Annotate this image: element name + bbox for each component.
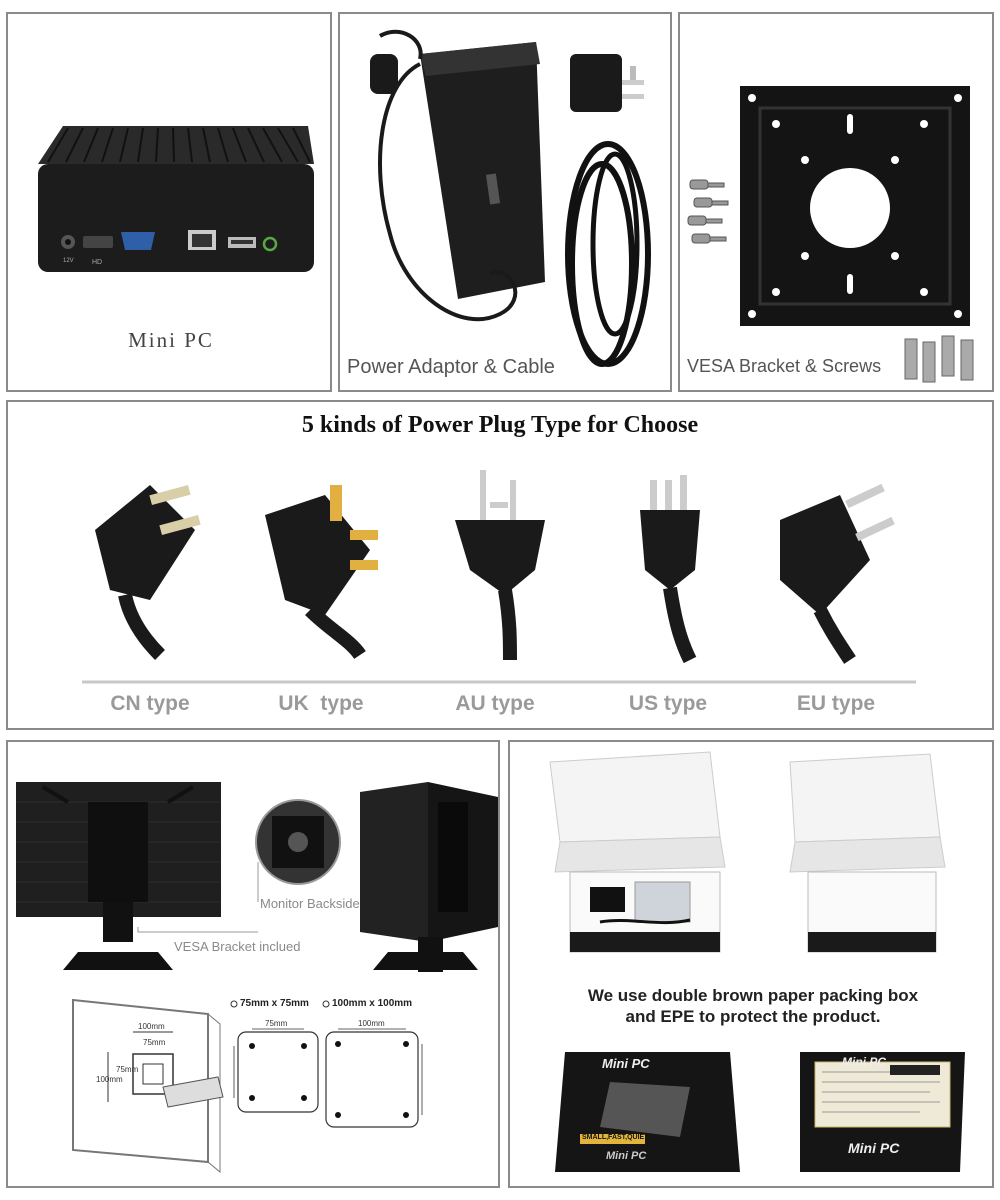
box-label-2: Mini PC	[606, 1150, 647, 1162]
plug-types-title: 5 kinds of Power Plug Type for Choose	[301, 412, 699, 438]
power-adaptor-caption: Power Adaptor & Cable	[347, 356, 555, 378]
plug-label-uk: UK type	[278, 692, 364, 715]
mounting-panel: 100mm 75mm 100mm 75mm 75mm 100mm Monitor…	[6, 740, 500, 1188]
box-label-3: Mini PC	[842, 1055, 886, 1069]
box-label-4: Mini PC	[848, 1140, 900, 1156]
au-plug-icon	[455, 470, 545, 661]
vesa-bracket-caption: VESA Bracket & Screws	[687, 356, 882, 376]
us-plug-icon	[640, 475, 700, 664]
packing-text-line2: and EPE to protect the product.	[625, 1007, 881, 1026]
packing-panel: We use double brown paper packing box an…	[508, 740, 994, 1188]
svg-text:75mm: 75mm	[116, 1065, 139, 1074]
bracket-included-caption: VESA Bracket inclued	[174, 939, 301, 954]
power-adaptor-image	[370, 29, 651, 367]
svg-text:100mm: 100mm	[96, 1075, 123, 1084]
mini-pc-image: 12V HD	[38, 126, 314, 272]
option-75mm: 75mm x 75mm	[240, 998, 309, 1009]
plug-label-us: US type	[628, 692, 708, 715]
vesa-bracket-image	[687, 86, 974, 383]
plug-label-au: AU type	[455, 692, 535, 715]
dim-100-label: 100mm	[358, 1019, 385, 1028]
plug-label-cn: CN type	[110, 692, 190, 715]
port-label-hd: HD	[92, 259, 102, 266]
box-slogan: SMALL,FAST,QUIET	[582, 1134, 649, 1141]
svg-text:100mm: 100mm	[138, 1022, 165, 1031]
dim-75-label: 75mm	[265, 1019, 288, 1028]
mini-pc-panel: 12V HD Mini PC	[6, 12, 332, 392]
vesa-bracket-panel: VESA Bracket & Screws	[678, 12, 994, 392]
mini-pc-caption: Mini PC	[128, 328, 214, 352]
plug-images	[82, 470, 916, 684]
eu-plug-icon	[780, 483, 895, 664]
uk-plug-icon	[265, 485, 378, 660]
plug-label-eu: EU type	[796, 692, 876, 715]
box-label-1: Mini PC	[602, 1056, 650, 1071]
packing-boxes	[549, 751, 965, 1172]
port-label-12v: 12V	[63, 258, 74, 264]
power-adaptor-panel: Power Adaptor & Cable	[338, 12, 672, 392]
mounting-illustration: 100mm 75mm 100mm 75mm 75mm 100mm	[16, 782, 498, 1174]
option-100mm: 100mm x 100mm	[332, 998, 413, 1009]
packing-text-line1: We use double brown paper packing box	[587, 986, 919, 1005]
monitor-backside-caption: Monitor Backside	[260, 896, 360, 911]
cn-plug-icon	[95, 484, 201, 660]
svg-text:75mm: 75mm	[143, 1038, 166, 1047]
